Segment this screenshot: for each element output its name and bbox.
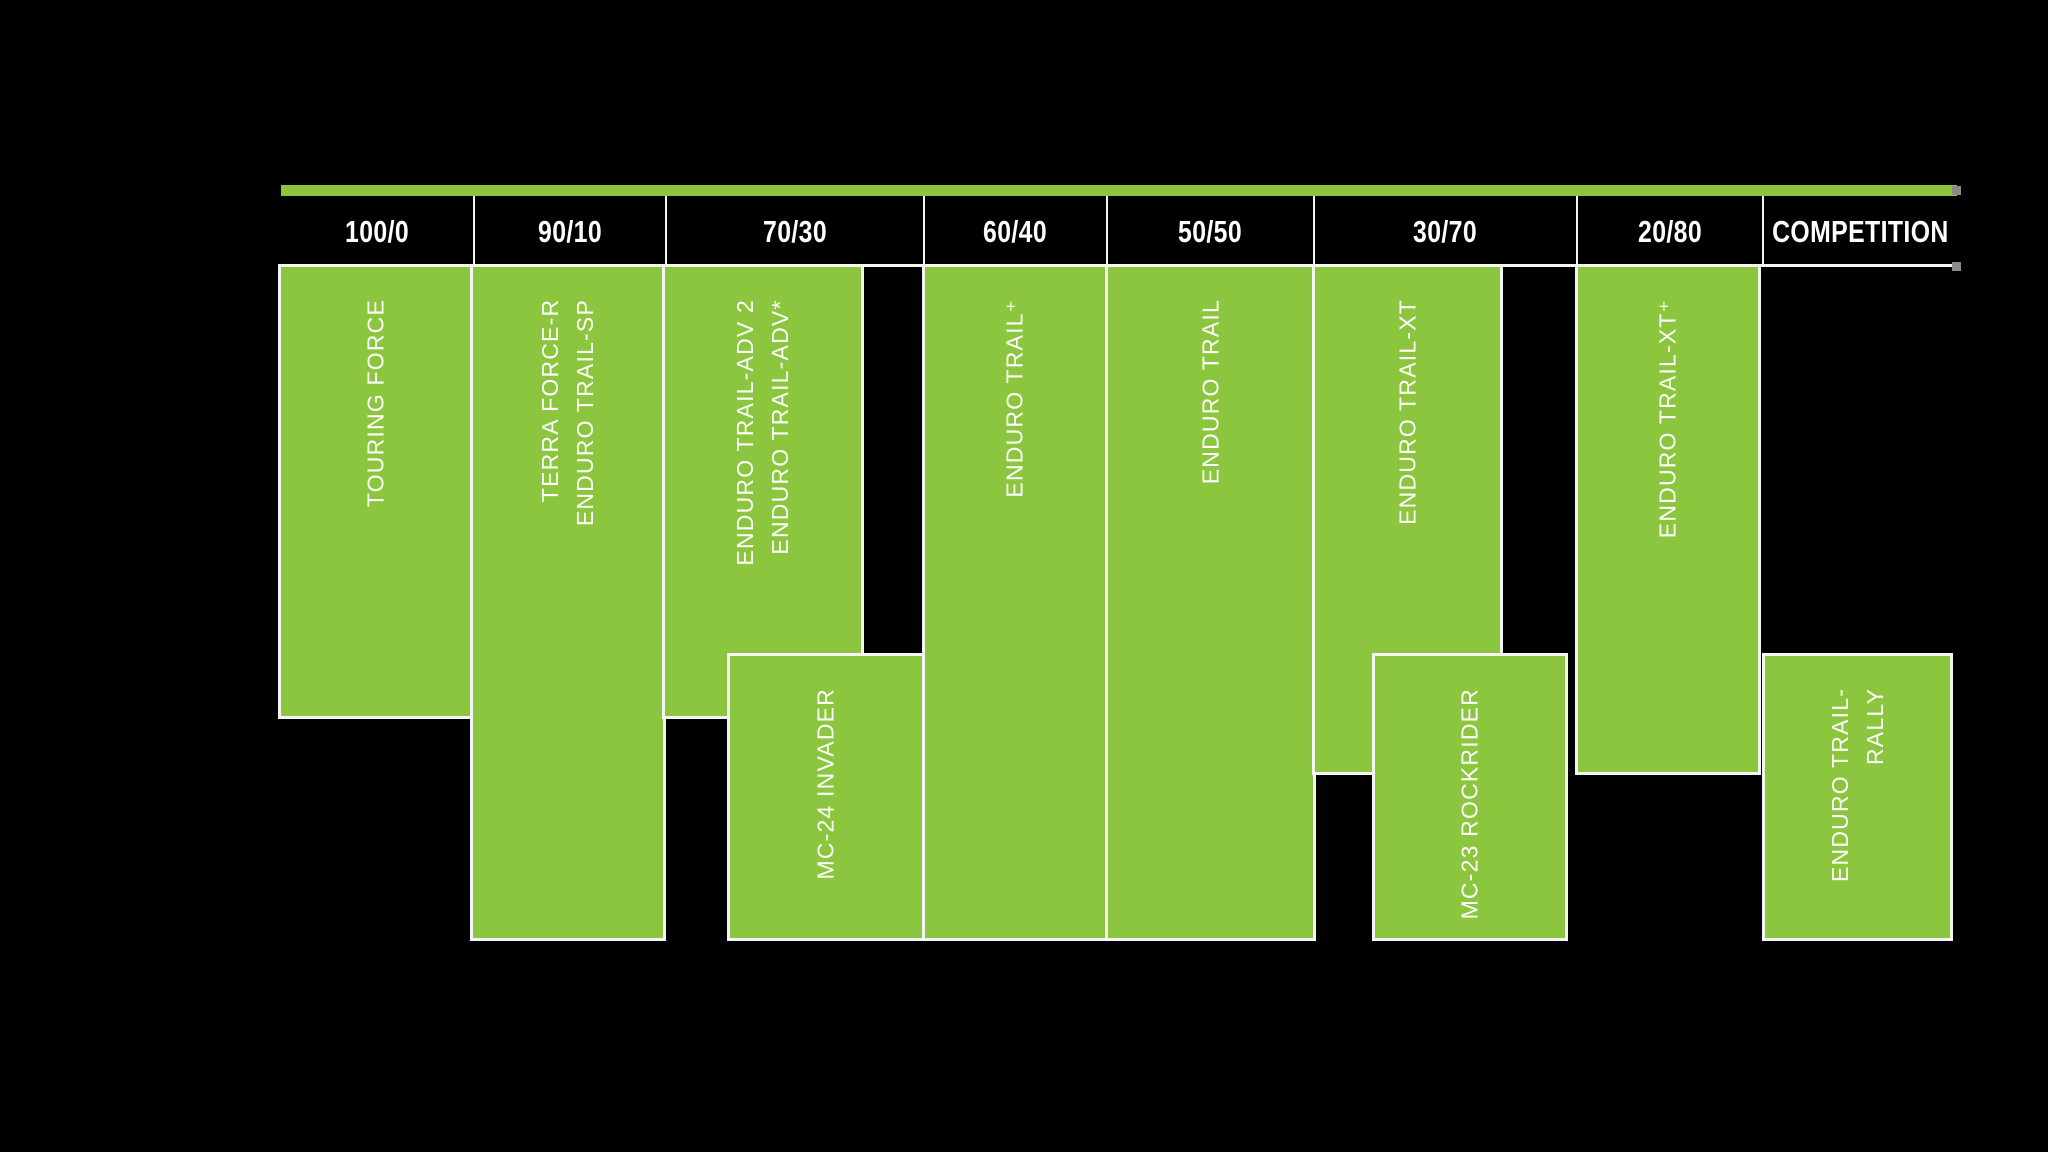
- header-cell-20-80: 20/80: [1576, 196, 1762, 267]
- header-label-100-0: 100/0: [344, 213, 410, 249]
- bar-enduro-trail-plus: ENDURO TRAIL⁺: [925, 267, 1105, 938]
- bar-touring-force: TOURING FORCE: [281, 267, 470, 716]
- bar-label-enduro-trail-xt-plus: ENDURO TRAIL-XT⁺: [1654, 299, 1681, 539]
- header-label-50-50: 50/50: [1178, 213, 1243, 249]
- bar-enduro-trail-rally: ENDURO TRAIL-RALLY: [1765, 656, 1950, 938]
- header-label-70-30: 70/30: [762, 213, 828, 249]
- bar-label-enduro-trail-plus: ENDURO TRAIL⁺: [1001, 299, 1028, 498]
- header-cell-50-50: 50/50: [1106, 196, 1313, 267]
- bar-enduro-trail-adv: ENDURO TRAIL-ADV 2 ENDURO TRAIL-ADV*: [665, 267, 861, 716]
- header-accent-strip: [281, 185, 1957, 196]
- header-cell-90-10: 90/10: [473, 196, 665, 267]
- header-cell-100-0: 100/0: [281, 196, 473, 267]
- bar-label-mc-24-invader: MC-24 INVADER: [812, 688, 839, 880]
- bar-label-enduro-trail-xt: ENDURO TRAIL-XT: [1394, 299, 1420, 525]
- header-label-30-70: 30/70: [1413, 213, 1478, 249]
- header-label-competition: COMPETITION: [1772, 213, 1949, 249]
- header-cell-70-30: 70/30: [665, 196, 923, 267]
- header-label-90-10: 90/10: [537, 213, 603, 249]
- bar-enduro-trail-xt-plus: ENDURO TRAIL-XT⁺: [1578, 267, 1758, 772]
- bar-mc-24-invader: MC-24 INVADER: [730, 656, 922, 938]
- header-cell-30-70: 30/70: [1313, 196, 1576, 267]
- header-label-20-80: 20/80: [1637, 213, 1703, 249]
- bar-label-terra-force-r: TERRA FORCE-R ENDURO TRAIL-SP: [537, 299, 598, 527]
- header-cell-competition: COMPETITION: [1762, 196, 1957, 267]
- bar-label-enduro-trail-adv: ENDURO TRAIL-ADV 2 ENDURO TRAIL-ADV*: [732, 299, 793, 566]
- bar-label-enduro-trail: ENDURO TRAIL: [1197, 299, 1223, 485]
- header-label-60-40: 60/40: [983, 213, 1048, 249]
- bar-mc-23-rockrider: MC-23 ROCKRIDER: [1375, 656, 1565, 938]
- selection-handle-2: [1952, 262, 1961, 271]
- header-cell-60-40: 60/40: [923, 196, 1106, 267]
- bar-label-enduro-trail-rally: ENDURO TRAIL-RALLY: [1826, 688, 1888, 883]
- selection-handle-1: [1952, 186, 1961, 195]
- bar-terra-force-r: TERRA FORCE-R ENDURO TRAIL-SP: [473, 267, 663, 938]
- bar-label-mc-23-rockrider: MC-23 ROCKRIDER: [1456, 688, 1483, 920]
- bar-enduro-trail: ENDURO TRAIL: [1108, 267, 1313, 938]
- bar-label-touring-force: TOURING FORCE: [362, 299, 388, 508]
